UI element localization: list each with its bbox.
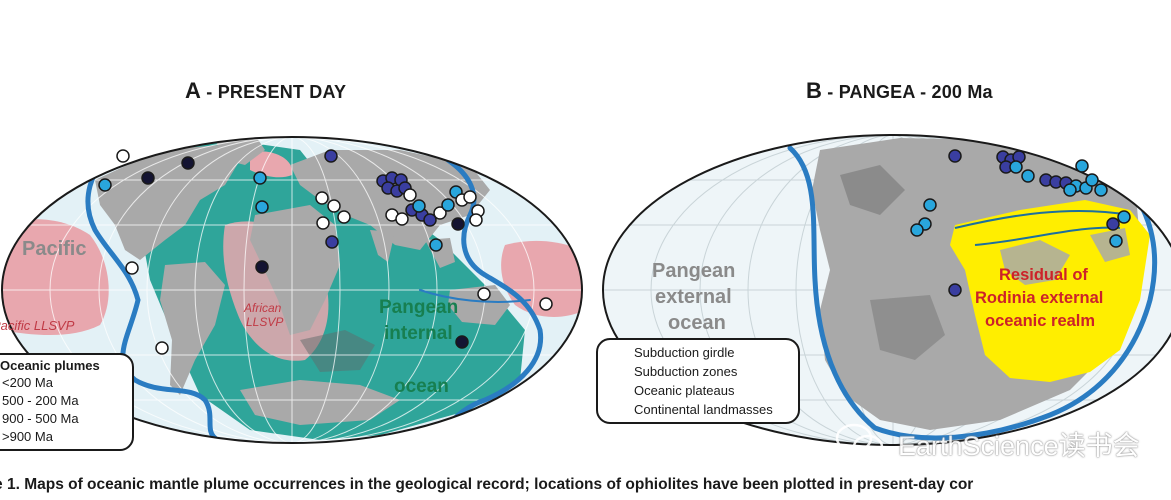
map-a-border — [1, 136, 583, 444]
plume-marker — [325, 235, 339, 249]
pacific-label: Pacific — [22, 238, 86, 260]
plume-marker — [455, 335, 469, 349]
plume-marker — [125, 261, 139, 275]
plumes-legend-title: Oceanic plumes — [0, 358, 100, 373]
african-llsvp-label-1: African — [243, 301, 282, 315]
panel-a-title: A - PRESENT DAY — [185, 78, 347, 103]
plume-marker — [1109, 234, 1123, 248]
watermark-text: EarthScience读书会 — [898, 431, 1140, 461]
plume-marker — [1094, 183, 1108, 197]
plume-marker — [910, 223, 924, 237]
plume-marker — [315, 191, 329, 205]
map-b-border — [602, 134, 1171, 446]
plume-marker — [403, 188, 417, 202]
pangean-external-label-3: ocean — [668, 312, 726, 334]
pangean-internal-ocean-area — [135, 137, 525, 440]
panel-b-title: B - PANGEA - 200 Ma — [806, 78, 993, 103]
plume-marker — [463, 190, 477, 204]
plume-marker — [327, 199, 341, 213]
plume-marker — [116, 149, 130, 163]
subduction-zones-b — [954, 209, 1131, 246]
plume-marker — [1117, 210, 1131, 224]
legend-item-subduction-zones: Subduction zones — [634, 364, 738, 379]
plume-marker — [539, 297, 553, 311]
plumes-legend: Oceanic plumes <200 Ma 500 - 200 Ma 900 … — [0, 353, 134, 451]
wechat-icon — [835, 423, 884, 460]
plume-marker — [253, 171, 267, 185]
plume-markers-a — [98, 149, 553, 355]
residual-label-3: oceanic realm — [985, 312, 1095, 330]
pacific-llsvp-label: Pacific LLSVP — [0, 318, 75, 333]
plume-marker — [412, 199, 426, 213]
plume-marker — [155, 341, 169, 355]
legend-item-oceanic-plateaus: Oceanic plateaus — [634, 383, 735, 398]
pangean-external-label-2: external — [655, 286, 732, 308]
pangean-internal-label-2: internal — [384, 323, 453, 344]
plume-marker — [98, 178, 112, 192]
legend-item-lt200: <200 Ma — [2, 375, 53, 390]
plume-marker — [395, 212, 409, 226]
plume-markers-b — [910, 149, 1131, 297]
llsvp-small-area — [250, 151, 293, 178]
pangean-internal-label-3: ocean — [394, 376, 449, 397]
plume-marker — [1085, 173, 1099, 187]
pangean-internal-label-1: Pangean — [379, 297, 458, 318]
legend-item-900-500: 900 - 500 Ma — [2, 411, 79, 426]
plume-marker — [1021, 169, 1035, 183]
plume-marker — [1009, 160, 1023, 174]
plume-marker — [441, 198, 455, 212]
panel-b-legend: Subduction girdle Subduction zones Ocean… — [596, 338, 800, 424]
plume-marker — [948, 283, 962, 297]
plume-marker — [316, 216, 330, 230]
map-present-day: Pacific Pacific LLSVP African LLSVP Pang… — [0, 136, 583, 444]
plume-marker — [1063, 183, 1077, 197]
plume-marker — [141, 171, 155, 185]
plume-marker — [324, 149, 338, 163]
legend-item-gt900: >900 Ma — [2, 429, 53, 444]
plume-marker — [469, 213, 483, 227]
residual-label-2: Rodinia external — [975, 289, 1103, 307]
plume-marker — [423, 213, 437, 227]
plume-marker — [1075, 159, 1089, 173]
plume-marker — [181, 156, 195, 170]
plume-marker — [255, 260, 269, 274]
pangean-external-label-1: Pangean — [652, 260, 735, 282]
plume-marker — [255, 200, 269, 214]
figure-caption: re 1. Maps of oceanic mantle plume occur… — [0, 476, 974, 493]
residual-label-1: Residual of — [999, 266, 1088, 284]
plume-marker — [337, 210, 351, 224]
plume-marker — [477, 287, 491, 301]
legend-item-continental-landmasses: Continental landmasses — [634, 402, 773, 417]
plume-marker — [433, 206, 447, 220]
legend-item-500-200: 500 - 200 Ma — [2, 393, 79, 408]
plume-marker — [948, 149, 962, 163]
plume-marker — [429, 238, 443, 252]
pacific-llsvp-area — [2, 219, 109, 335]
plume-marker — [923, 198, 937, 212]
african-llsvp-label-2: LLSVP — [246, 315, 283, 329]
plume-marker — [1106, 217, 1120, 231]
plume-marker — [451, 217, 465, 231]
legend-item-subduction-girdle: Subduction girdle — [634, 345, 735, 360]
